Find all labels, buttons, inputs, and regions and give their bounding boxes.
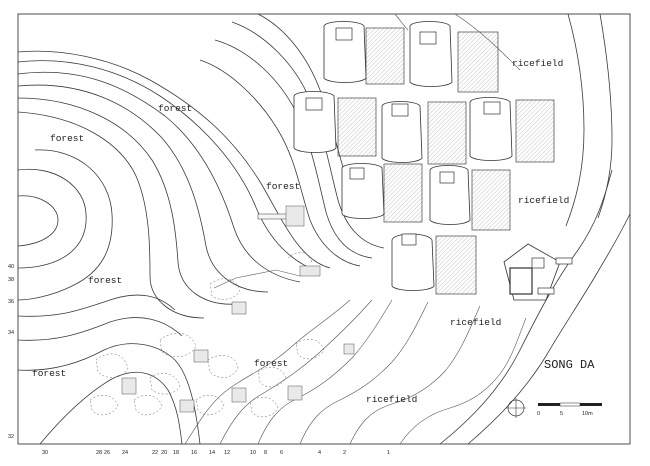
- left-tick: 36: [8, 299, 14, 305]
- compass-icon: [506, 398, 526, 418]
- bottom-tick: 26: [104, 450, 110, 456]
- bottom-tick: 30: [42, 450, 48, 456]
- bottom-tick: 6: [280, 450, 283, 456]
- label-river-song-da: SONG DA: [544, 358, 595, 372]
- bottom-tick: 12: [224, 450, 230, 456]
- left-tick: 38: [8, 277, 14, 283]
- left-tick: 40: [8, 264, 14, 270]
- label-forest-1: forest: [158, 103, 192, 114]
- scale-label-end: 10m: [582, 411, 593, 417]
- bottom-tick: 8: [264, 450, 267, 456]
- bottom-tick: 20: [161, 450, 167, 456]
- left-tick: 34: [8, 330, 14, 336]
- label-forest-5: forest: [32, 368, 66, 379]
- bottom-tick: 4: [318, 450, 321, 456]
- hillside-path: [89, 205, 355, 418]
- scale-label-zero: 0: [537, 411, 540, 417]
- label-forest-6: forest: [254, 358, 288, 369]
- bottom-tick: 18: [173, 450, 179, 456]
- label-forest-4: forest: [88, 275, 122, 286]
- bottom-tick: 14: [209, 450, 215, 456]
- label-forest-2: forest: [50, 133, 84, 144]
- label-ricefield-4: ricefield: [366, 394, 417, 405]
- contour-lines: [17, 13, 631, 445]
- bottom-tick: 16: [191, 450, 197, 456]
- map-frame: [17, 13, 631, 445]
- bottom-tick: 24: [122, 450, 128, 456]
- label-ricefield-3: ricefield: [450, 317, 501, 328]
- bottom-tick: 2: [343, 450, 346, 456]
- label-ricefield-1: ricefield: [512, 58, 563, 69]
- scale-label-mid: 5: [560, 411, 563, 417]
- bottom-tick: 22: [152, 450, 158, 456]
- bottom-tick: 10: [250, 450, 256, 456]
- label-forest-3: forest: [266, 181, 300, 192]
- bottom-tick: 1: [387, 450, 390, 456]
- house-cluster: [293, 21, 573, 301]
- bottom-axis-ticks: 30 28 26 24 22 20 18 16 14 12 10 8 6 4 2…: [42, 450, 390, 456]
- bottom-tick: 28: [96, 450, 102, 456]
- scale-bar: 0 5 10m: [537, 402, 602, 417]
- label-ricefield-2: ricefield: [518, 195, 569, 206]
- left-tick: 32: [8, 434, 14, 440]
- left-axis-ticks: 40 38 36 34 32: [8, 264, 14, 440]
